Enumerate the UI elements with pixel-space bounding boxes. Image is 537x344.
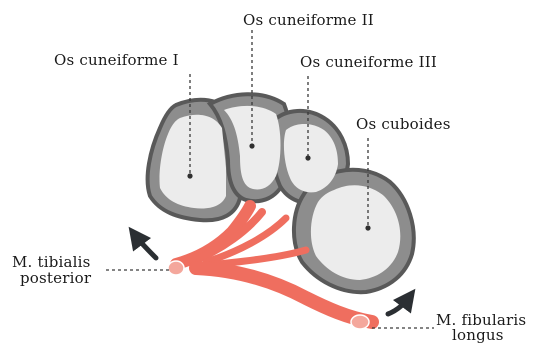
label-os-cuboides: Os cuboides — [356, 116, 451, 132]
dot-cuneiforme-3 — [305, 155, 310, 160]
curved-arrow-icon — [134, 234, 156, 258]
tibialis-tendon-cut-end — [168, 261, 184, 275]
label-m-tibialis-line-2: posterior — [20, 270, 91, 286]
label-m-tibialis-line-1: M. tibialis — [12, 254, 91, 270]
fibularis-tendon-cut-end — [351, 315, 369, 329]
label-os-cuneiforme-3: Os cuneiforme III — [300, 54, 437, 70]
dot-cuneiforme-2 — [249, 143, 254, 148]
dot-cuboides — [365, 225, 370, 230]
dot-cuneiforme-1 — [187, 173, 192, 178]
label-os-cuneiforme-1: Os cuneiforme I — [54, 52, 179, 68]
curved-arrow-icon — [388, 296, 410, 314]
label-os-cuneiforme-2: Os cuneiforme II — [243, 12, 374, 28]
